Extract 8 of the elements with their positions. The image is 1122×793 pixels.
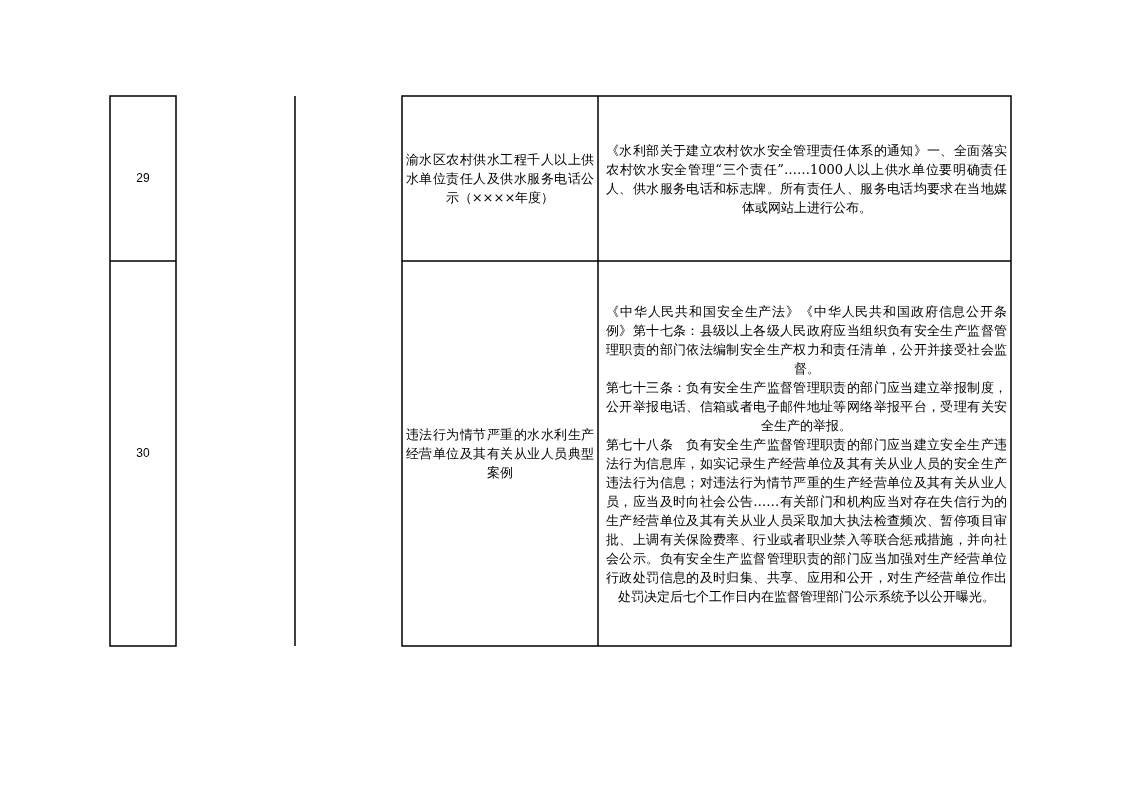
row-number: 30 — [135, 445, 151, 462]
cell-text: 违法行为情节严重的水水利生产经营单位及其有关从业人员典型案例 — [406, 426, 594, 482]
cell-text: 《水利部关于建立农村饮水安全管理责任体系的通知》一、全面落实农村饮水安全管理“三个责任”……1000人以上供水单位要明确责任人、供水服务电话和标志牌。所有责任人、服务电话均要求在当地媒体或网站上进行公布。 — [606, 141, 1007, 217]
cell-text: 第七十八条 负有安全生产监督管理职责的部门应当建立安全生产违法行为信息库，如实记录生产经营单位及其有关从业人员的安全生产违法行为信息；对违法行为情节严重的生产经营单位及其有关从业人员，应当及时向社会公告……有关部门和机构应当对存在失信行为的生产经营单位及其有关从业人员采取加大执法检查频次、暂停项目审批、上调有关保险费率、行业或者职业禁入等联合惩戒措施，并向社会公示。负有安全生产监督管理职责的部门应当加强对生产经营单位行政处罚信息的及时归集、共享、应用和公开，对生产经营单位作出处罚决定后七个工作日内在监督管理部门公示系统予以公开曝光。 — [606, 435, 1007, 606]
cell-text: 第七十三条：负有安全生产监督管理职责的部门应当建立举报制度，公开举报电话、信箱或者电子邮件地址等网络举报平台，受理有关安全生产的举报。 — [606, 378, 1007, 435]
cell-text: 渝水区农村供水工程千人以上供水单位责任人及供水服务电话公示（××××年度） — [406, 151, 594, 207]
cell-text: 《中华人民共和国安全生产法》《中华人民共和国政府信息公开条例》第十七条：县级以上各级人民政府应当组织负有安全生产监督管理职责的部门依法编制安全生产权力和责任清单，公开并接受社会监督。 — [606, 302, 1007, 378]
row-number: 29 — [135, 170, 151, 187]
